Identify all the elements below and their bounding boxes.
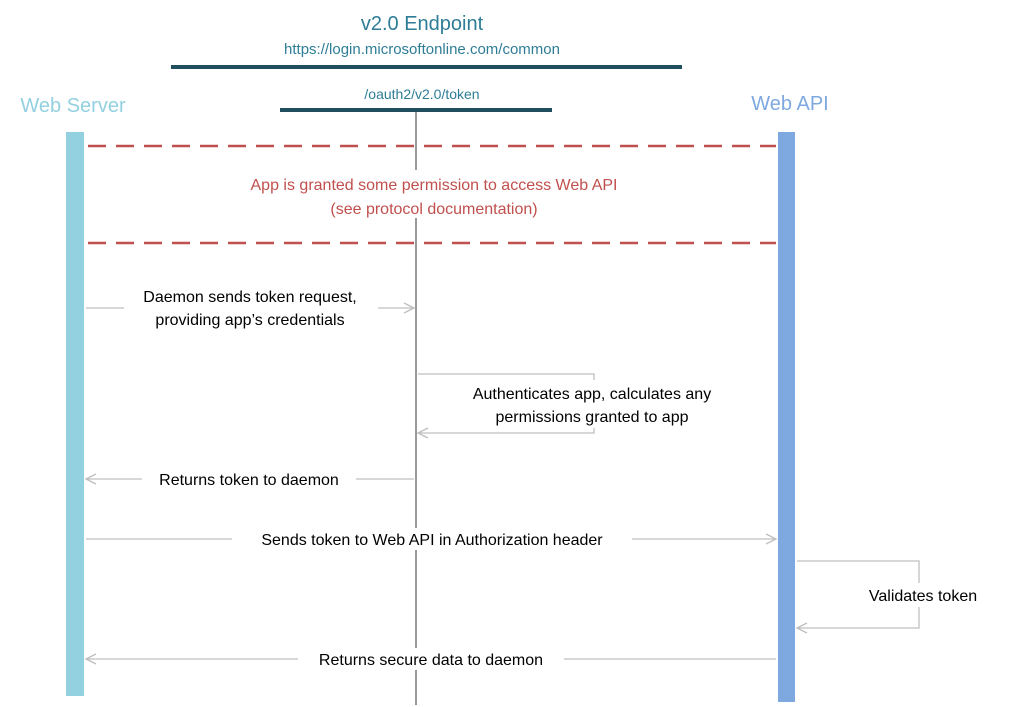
token-request-label-bg [124, 284, 378, 330]
returns-data-label: Returns secure data to daemon [319, 652, 543, 669]
grant-note-line2: (see protocol documentation) [330, 201, 537, 218]
web-server-label: Web Server [20, 95, 126, 117]
authenticate-label-line2: permissions granted to app [496, 409, 689, 426]
endpoint-path: /oauth2/v2.0/token [364, 86, 479, 102]
returns-token-label: Returns token to daemon [159, 472, 339, 489]
authenticate-label-line1: Authenticates app, calculates any [473, 386, 711, 403]
sends-token-label-bg [232, 528, 632, 550]
web-api-label: Web API [751, 93, 828, 115]
sends-token-label: Sends token to Web API in Authorization … [261, 532, 603, 549]
web-server-lifeline [66, 132, 84, 696]
token-request-label-line1: Daemon sends token request, [143, 289, 356, 306]
returns-token-label-bg [142, 468, 356, 490]
grant-note-bg [220, 170, 652, 218]
grant-note-line1: App is granted some permission to access… [251, 177, 618, 194]
returns-data-label-bg [298, 648, 564, 670]
web-api-lifeline [778, 132, 795, 702]
validates-token-label-bg [856, 583, 990, 607]
token-endpoint-bar [280, 108, 552, 112]
endpoint-title: v2.0 Endpoint [361, 13, 484, 35]
authenticate-label-bg [450, 380, 738, 428]
endpoint-url: https://login.microsoftonline.com/common [284, 41, 560, 58]
token-request-label-line2: providing app’s credentials [155, 312, 344, 329]
validates-token-label: Validates token [869, 588, 977, 605]
endpoint-bar [171, 65, 682, 69]
